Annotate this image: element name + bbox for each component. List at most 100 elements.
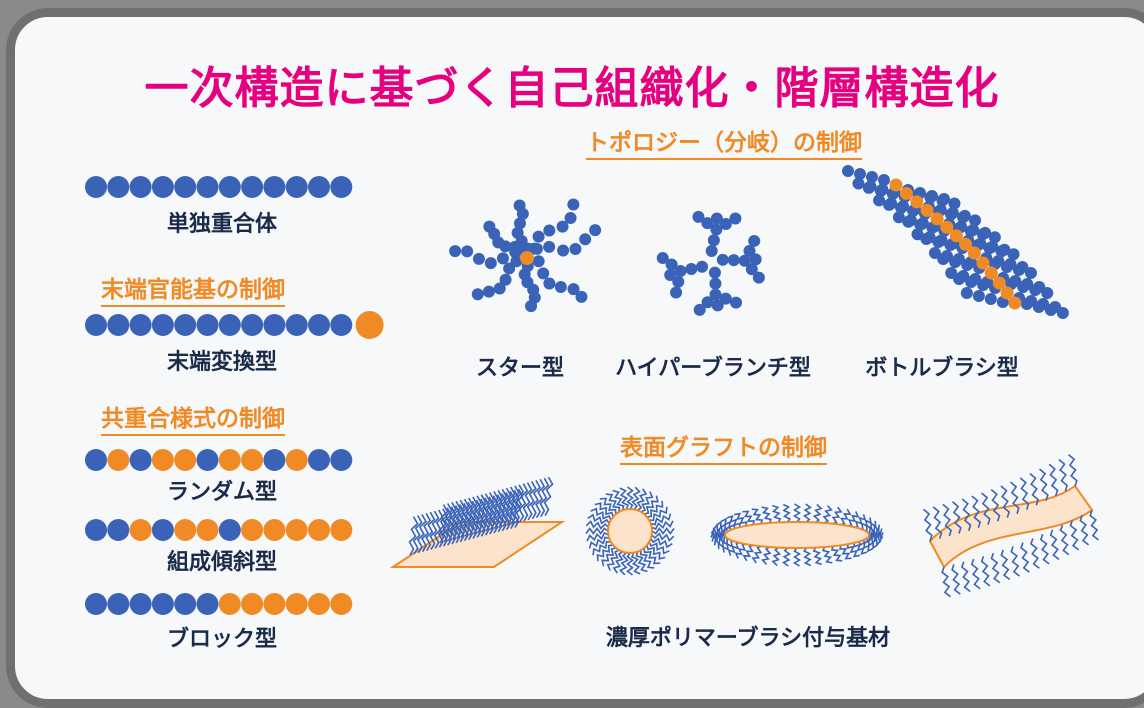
block-chain-bead [107,593,130,615]
bottlebrush-side-bead [873,194,886,207]
ellipse-brush-chain [742,510,755,525]
strip-brush-chain [1009,481,1020,514]
strip-brush-chain [960,561,971,593]
bottlebrush-backbone-bead [899,186,913,200]
hyperbranch-bead [729,296,742,309]
ellipse-brush-chain [792,503,802,523]
gradient-chain-bead [285,519,308,541]
homopolymer-chain-bead [241,176,264,198]
flat-brush-chain [446,506,457,546]
ellipse-brush-chain [812,503,823,524]
star-bead [579,233,592,246]
bottlebrush-side-bead [1044,304,1057,316]
bottlebrush-side-bead [976,228,989,241]
bottlebrush-side-bead [972,290,985,302]
random-label: ランダム型 [166,480,278,505]
flat-brush-chain [475,498,486,538]
strip-brush-chain [1079,515,1090,546]
ellipse-brush-chain [867,527,883,537]
gradient-chain-bead [107,519,130,541]
strip-brush-chain [1030,538,1040,569]
hyperbranch-bead [709,277,722,290]
bottlebrush-side-bead [988,231,1001,244]
sphere-brush-chain [619,552,629,576]
sphere-brush-chain [592,540,612,556]
sphere-brush-chain [640,491,654,513]
strip-brush-chain [1020,542,1030,573]
ellipse-brush-chain [761,546,772,565]
bottlebrush-side-bead [914,218,927,231]
ellipse-brush-chain [742,544,754,562]
sphere-brush-chain [646,544,666,560]
sphere-brush-chain [650,537,673,549]
sphere-brush-chain [606,549,620,571]
strip-brush-chain [1019,477,1030,510]
diagram-canvas [85,165,1099,615]
star-bead [567,198,580,211]
strip-brush-chain [980,555,991,587]
flat-brush-chain [509,485,520,525]
end-chain-bead [129,314,152,336]
strip-brush-chain [990,488,1001,522]
bottlebrush-backbone-bead [889,178,903,192]
sphere-brush-chain [585,520,609,530]
bottlebrush-side-bead [964,225,977,238]
flat-brush-chain [543,476,554,516]
block-chain-bead [263,593,286,615]
random-chain-bead [174,449,197,471]
bottlebrush-backbone-bead [992,276,1006,290]
bottlebrush-side-bead [977,279,990,291]
hyperbranch-bead [729,212,742,225]
strip-brush-chain [942,503,953,537]
flat-brush-chain [501,487,512,527]
sphere-brush-chain [639,549,655,569]
topology-heading: トポロジー（分岐）の制御 [586,123,862,160]
star-bead [543,240,556,253]
ellipse-brush-chain [822,505,833,524]
hyperbranch-bead [748,234,761,247]
flat-brush-chain [497,488,508,529]
star-bead [482,285,495,298]
graft-caption: 濃厚ポリマーブラシ付与基材 [605,626,891,651]
bottlebrush-side-bead [944,239,957,251]
bottlebrush-side-bead [928,247,941,259]
sphere-brush-chain [586,531,609,542]
end-conversion-label: 末端変換型 [166,350,278,375]
flat-brush-chain [488,495,499,535]
star-bead [575,290,588,303]
star-bead [483,220,496,233]
strip-brush-chain [990,552,1001,584]
sphere-brush-chain [612,489,625,511]
homopolymer-chain-bead [107,176,130,198]
bottlebrush-side-bead [983,242,996,255]
bottlebrush-side-bead [866,171,878,183]
flat-brush-chain [480,493,491,533]
sphere-brush-chain [650,513,672,526]
hyperbranch-bead [672,275,685,288]
ellipse-brush-chain [751,545,763,564]
flat-brush-chain [484,496,495,536]
bottlebrush-side-bead [878,174,890,186]
flat-brush-chain [500,492,511,532]
strip-brush-chain [1049,529,1060,561]
homopolymer-chain-bead [151,176,174,198]
flat-brush-chain [437,508,448,548]
bottlebrush-side-bead [1041,287,1054,299]
end-chain-bead [196,314,219,336]
star-bead [472,252,485,265]
bottlebrush-side-bead [895,201,908,214]
random-chain-bead [151,449,174,471]
star-core-bead [520,251,534,265]
homopolymer-chain-bead [330,176,353,198]
star-label: スター型 [475,356,565,381]
block-chain-bead [308,593,330,615]
bottlebrush-side-bead [842,165,854,177]
gradient-chain-bead [196,519,219,541]
hyperbranch-label: ハイパーブランチ型 [615,356,811,381]
bottlebrush-backbone-bead [959,237,973,251]
strip-brush-chain [951,564,961,595]
sphere-brush-chain [651,527,675,535]
star-bead [493,282,506,295]
star-bead [567,283,580,296]
flat-brush-chain [535,478,546,519]
